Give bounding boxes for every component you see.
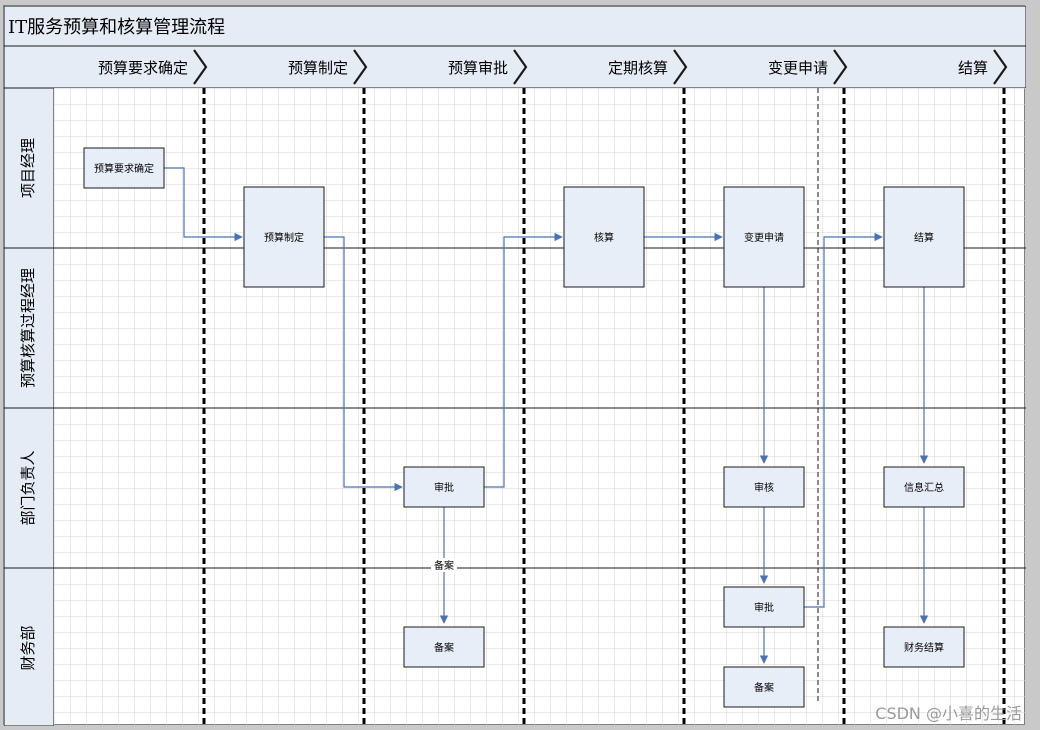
node-accounting[interactable] bbox=[563, 186, 645, 288]
lane-label-3: 部门负责人 bbox=[19, 450, 37, 525]
node-budget-make[interactable] bbox=[243, 186, 325, 288]
node-settle[interactable] bbox=[883, 186, 965, 288]
node-accounting-label: 核算 bbox=[594, 231, 614, 244]
node-fin-settle[interactable] bbox=[883, 626, 965, 668]
phase-chevron-4 bbox=[673, 49, 688, 85]
node-file-2-label: 备案 bbox=[754, 681, 774, 694]
edge-label-bg bbox=[431, 558, 457, 572]
node-budget-req[interactable] bbox=[83, 147, 165, 189]
process-nodes: 预算要求确定 预算制定 审批 备案 核算 变更申请 审核 审批 备案 结算 信息… bbox=[83, 147, 965, 708]
edge-label-file: 备案 bbox=[434, 559, 454, 572]
phase-chevron-6 bbox=[993, 49, 1008, 85]
diagram-canvas: IT服务预算和核算管理流程 预算要求确定预算制定预算审批定期核算变更申请结算 项… bbox=[3, 5, 1026, 726]
phase-label-2: 预算制定 bbox=[288, 59, 348, 77]
phase-separators bbox=[202, 88, 1006, 726]
node-file-2[interactable] bbox=[723, 666, 805, 708]
node-review[interactable] bbox=[723, 466, 805, 508]
phase-label-3: 预算审批 bbox=[448, 59, 508, 77]
phase-label-5: 变更申请 bbox=[768, 59, 828, 77]
phase-label-4: 定期核算 bbox=[608, 59, 668, 77]
node-approve-2-label: 审批 bbox=[754, 601, 774, 614]
edge-req-to-make bbox=[164, 167, 243, 242]
node-settle-label: 结算 bbox=[914, 231, 934, 244]
edge-approve2-to-settle bbox=[804, 232, 883, 608]
node-file[interactable] bbox=[403, 626, 485, 668]
node-budget-make-label: 预算制定 bbox=[264, 231, 304, 244]
node-info-sum[interactable] bbox=[883, 466, 965, 508]
phase-label-6: 结算 bbox=[958, 59, 988, 77]
node-budget-req-label: 预算要求确定 bbox=[94, 162, 154, 175]
phase-chevron-5 bbox=[833, 49, 848, 85]
edge-make-to-approve bbox=[324, 236, 403, 492]
lane-label-4: 财务部 bbox=[19, 625, 37, 670]
lane-label-2: 预算核算过程经理 bbox=[19, 268, 37, 388]
connectors bbox=[164, 167, 929, 664]
node-review-label: 审核 bbox=[754, 481, 774, 494]
edge-approve-to-accounting bbox=[484, 232, 563, 488]
node-info-sum-label: 信息汇总 bbox=[904, 481, 944, 494]
node-approve-label: 审批 bbox=[434, 481, 454, 494]
node-fin-settle-label: 财务结算 bbox=[904, 641, 944, 654]
watermark: CSDN @小喜的生活 bbox=[875, 704, 1022, 723]
lane-label-1: 项目经理 bbox=[19, 138, 37, 198]
grid-area bbox=[54, 88, 1026, 726]
phase-chevron-3 bbox=[513, 49, 528, 85]
node-approve-2[interactable] bbox=[723, 586, 805, 628]
phase-chevron-2 bbox=[353, 49, 368, 85]
node-change-req[interactable] bbox=[723, 186, 805, 288]
node-change-req-label: 变更申请 bbox=[744, 231, 784, 244]
phase-label-1: 预算要求确定 bbox=[98, 59, 188, 77]
flowchart: IT服务预算和核算管理流程 预算要求确定预算制定预算审批定期核算变更申请结算 项… bbox=[4, 6, 1026, 726]
phase-chevron-1 bbox=[193, 49, 208, 85]
diagram-title: IT服务预算和核算管理流程 bbox=[8, 17, 225, 38]
node-file-label: 备案 bbox=[434, 641, 454, 654]
node-approve[interactable] bbox=[403, 466, 485, 508]
phase-header-group: 预算要求确定 预算制定 预算审批 定期核算 变更申请 结算 bbox=[98, 49, 1008, 85]
